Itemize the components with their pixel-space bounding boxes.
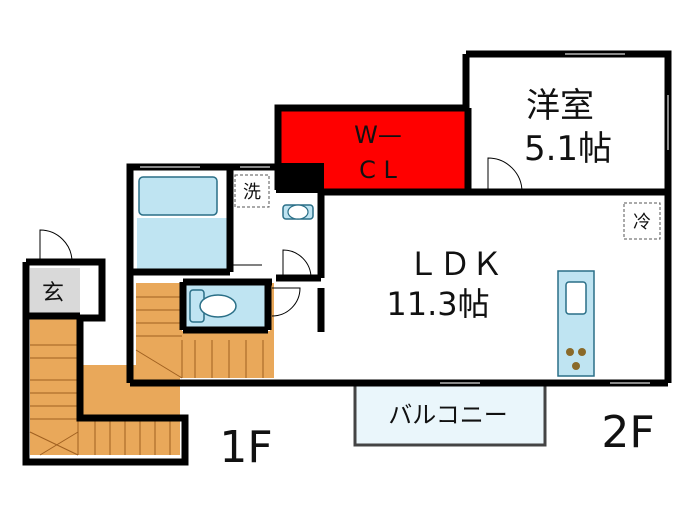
floor-label-2f: 2F <box>601 407 654 458</box>
shaft-block <box>276 163 324 193</box>
toilet-1f-bowl <box>199 294 237 318</box>
western-room-size: 5.1帖 <box>524 129 612 169</box>
laundry-label: 洗 <box>243 182 261 203</box>
closet-label-line2: C L <box>359 156 397 184</box>
fridge-label: 冷 <box>633 212 651 233</box>
fridge-box <box>623 202 661 240</box>
stair-treads-2f <box>135 296 264 379</box>
bathtub <box>138 176 218 216</box>
stove-burners <box>566 348 586 370</box>
walls <box>22 50 672 466</box>
balcony-label: バルコニー <box>388 401 508 429</box>
closet-label-line1: W— <box>354 121 402 149</box>
stairs-1f <box>30 365 180 455</box>
stair-treads-1f <box>29 344 171 456</box>
entrance-label: 玄 <box>42 281 64 306</box>
kitchen-sink <box>565 281 587 315</box>
floor-label-1f: 1F <box>219 422 272 473</box>
stairs-1f-upper <box>30 318 78 368</box>
entrance-floor <box>30 268 80 316</box>
door-swings <box>39 157 523 317</box>
windows <box>140 53 669 384</box>
western-room-name: 洋室 <box>526 86 594 126</box>
ldk-size: 11.3帖 <box>386 285 489 323</box>
bathroom-floor <box>137 218 229 272</box>
laundry-box <box>234 174 270 208</box>
ldk-name: ＬＤＫ <box>407 245 503 283</box>
toilet-2f-bowl <box>287 204 309 220</box>
